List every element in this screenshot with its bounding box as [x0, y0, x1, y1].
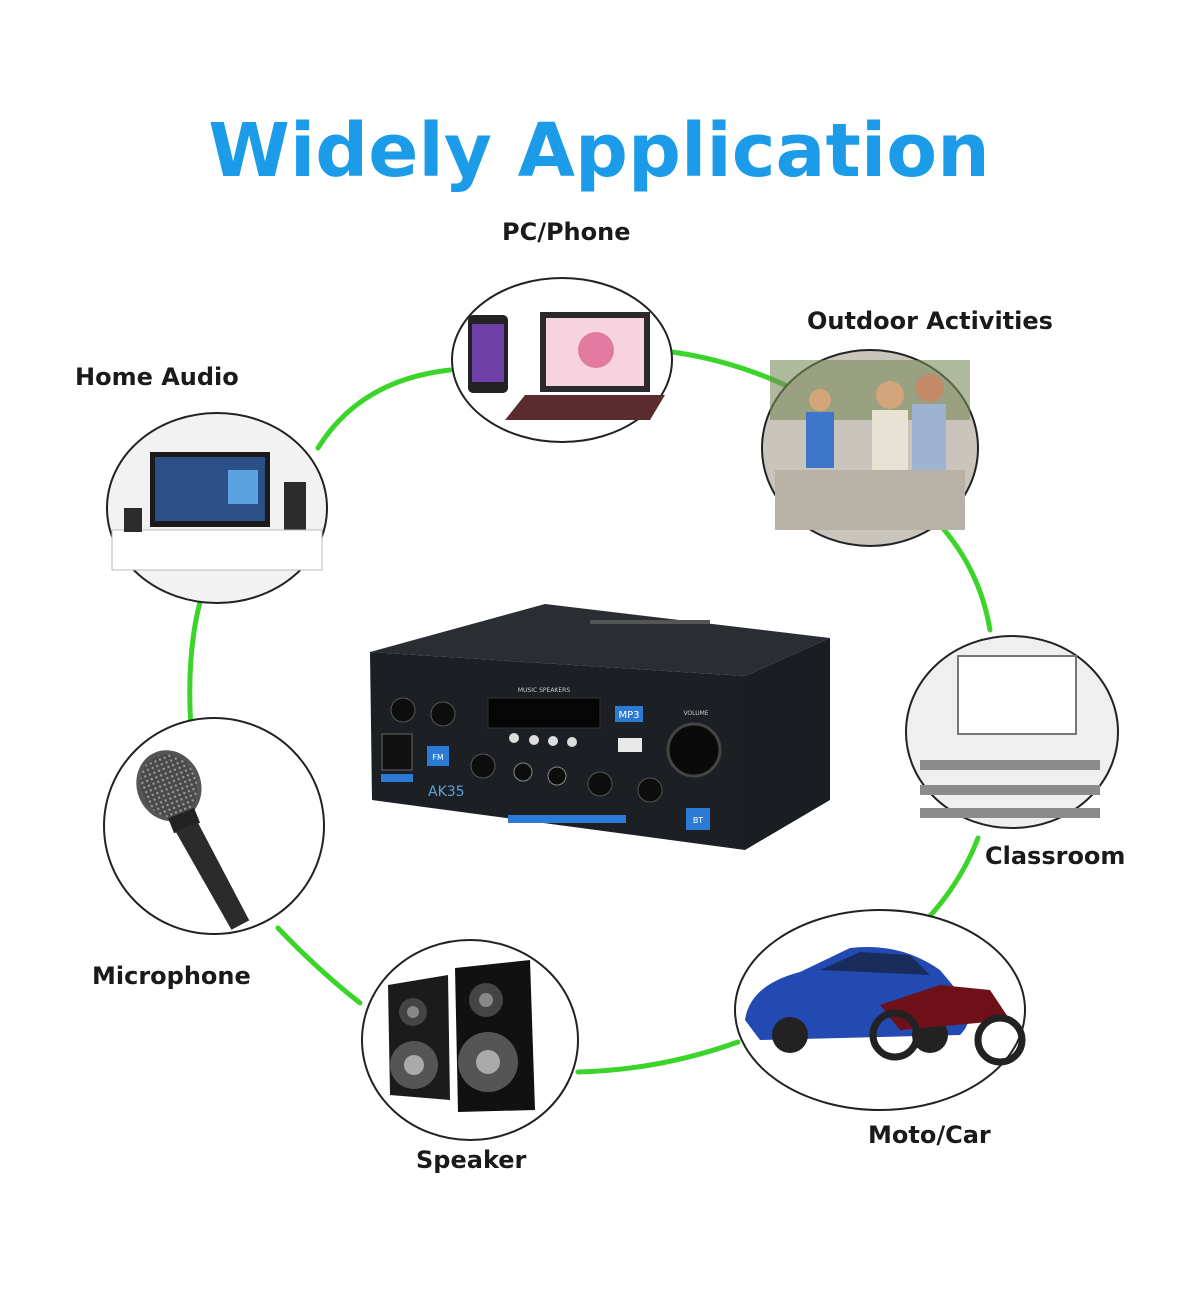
mic2-jack — [513, 762, 533, 782]
home-audio-circle — [106, 412, 328, 604]
volume-label: VOLUME — [683, 710, 708, 717]
classroom-circle — [905, 635, 1119, 829]
fm-badge-text: FM — [432, 753, 444, 762]
page-title: Widely Application — [208, 108, 990, 194]
motorcycle-icon — [869, 985, 1026, 1066]
amp-brand: AK35 — [428, 784, 465, 800]
echo-knob — [587, 771, 613, 797]
spec-strip — [508, 815, 626, 823]
label-speaker: Speaker — [416, 1146, 527, 1174]
fm-badge — [427, 746, 449, 766]
connection-ring — [187, 349, 993, 1075]
label-classroom: Classroom — [985, 842, 1126, 870]
pc-phone-circle — [451, 277, 673, 443]
mic-vol-knob — [470, 753, 496, 779]
speaker-right-icon — [455, 960, 535, 1112]
label-microphone: Microphone — [92, 962, 251, 990]
label-pc-phone: PC/Phone — [502, 218, 631, 246]
mp3-badge-text: MP3 — [618, 710, 639, 721]
outdoor-circle — [761, 349, 979, 547]
label-outdoor-activities: Outdoor Activities — [807, 307, 1053, 335]
vent-slots — [590, 620, 710, 624]
amplifier: MP3 VOLUME MUSIC SPEAKERS FM AK35 BT — [370, 604, 830, 850]
mic1-jack — [547, 766, 567, 786]
speaker-left-icon — [388, 975, 450, 1100]
mode-buttons — [509, 733, 577, 747]
display-label: MUSIC SPEAKERS — [518, 687, 570, 694]
usb-port — [618, 738, 642, 752]
speaker-circle — [361, 939, 579, 1141]
power-switch — [381, 733, 413, 771]
microphone-circle — [103, 717, 325, 935]
label-moto-car: Moto/Car — [868, 1121, 991, 1149]
projector-screen-icon — [957, 655, 1077, 735]
delay-knob — [637, 777, 663, 803]
moto-car-circle — [734, 909, 1026, 1111]
treble-knob — [430, 701, 456, 727]
display-panel — [487, 697, 601, 729]
volume-knob — [666, 722, 722, 778]
bt-badge-text: BT — [693, 816, 703, 825]
mp3-badge — [615, 706, 643, 722]
microphone-icon — [136, 750, 250, 930]
label-home-audio: Home Audio — [75, 363, 239, 391]
bass-knob — [390, 697, 416, 723]
bt-badge — [686, 808, 710, 830]
